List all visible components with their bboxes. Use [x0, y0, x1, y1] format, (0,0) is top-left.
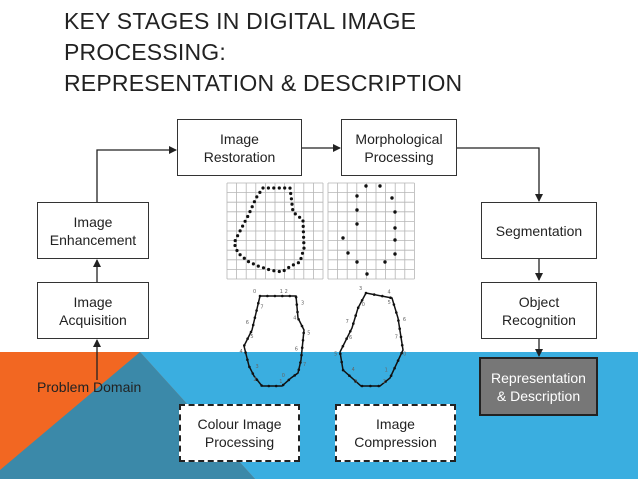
svg-text:1: 1: [279, 379, 282, 385]
svg-text:4: 4: [293, 316, 296, 322]
representation-description-box: Representation & Description: [479, 357, 598, 416]
svg-text:4: 4: [352, 367, 355, 373]
title-line-2: PROCESSING:: [64, 39, 226, 65]
svg-text:7: 7: [346, 319, 349, 325]
svg-text:2: 2: [285, 289, 288, 295]
svg-text:3: 3: [256, 364, 259, 370]
boundary-pixels-1: [233, 186, 306, 274]
svg-text:7: 7: [260, 304, 263, 310]
svg-text:6: 6: [403, 317, 406, 323]
chain-code-nodes: [243, 294, 306, 388]
svg-text:0: 0: [362, 302, 365, 308]
object-recognition-box: Object Recognition: [481, 282, 597, 339]
svg-text:2: 2: [253, 377, 256, 383]
image-restoration-box: Image Restoration: [177, 119, 302, 176]
svg-text:0: 0: [253, 289, 256, 295]
svg-text:6: 6: [246, 320, 249, 326]
colour-image-processing-box: Colour Image Processing: [179, 404, 300, 462]
slide-title: KEY STAGES IN DIGITAL IMAGE PROCESSING: …: [64, 6, 624, 99]
svg-text:5: 5: [388, 300, 391, 306]
arrow-morphological-to-segmentation: [456, 147, 543, 202]
svg-text:3: 3: [301, 300, 304, 306]
svg-text:3: 3: [359, 286, 362, 292]
svg-text:5: 5: [250, 334, 253, 340]
title-line-3: REPRESENTATION & DESCRIPTION: [64, 70, 463, 96]
problem-domain-label: Problem Domain: [37, 379, 142, 395]
svg-text:3: 3: [354, 379, 357, 385]
image-compression-box: Image Compression: [335, 404, 456, 462]
svg-text:6: 6: [295, 346, 298, 352]
svg-text:7: 7: [303, 362, 306, 368]
polygon-nodes: [339, 291, 404, 388]
svg-text:4: 4: [388, 289, 391, 295]
boundary-grid-2: [327, 182, 415, 280]
image-enhancement-box: Image Enhancement: [37, 202, 149, 259]
svg-text:2: 2: [383, 379, 386, 385]
image-acquisition-box: Image Acquisition: [37, 282, 149, 339]
svg-text:0: 0: [282, 373, 285, 379]
morphological-processing-box: Morphological Processing: [341, 119, 457, 176]
svg-text:0: 0: [403, 352, 406, 358]
segmentation-box: Segmentation: [481, 202, 597, 259]
chain-code-outline: [243, 295, 305, 387]
svg-text:4: 4: [240, 349, 243, 355]
svg-text:5: 5: [334, 352, 337, 358]
polygon-digits: 3 4 5 6 7 0 1 2 3 4 5 6 7 0: [334, 286, 406, 385]
arrow-enhancement-to-restoration: [96, 146, 177, 202]
svg-text:6: 6: [349, 335, 352, 341]
svg-text:7: 7: [395, 335, 398, 341]
svg-text:1: 1: [280, 289, 283, 295]
boundary-grid-1: [226, 182, 324, 280]
title-line-1: KEY STAGES IN DIGITAL IMAGE: [64, 8, 417, 34]
svg-text:1: 1: [385, 368, 388, 374]
sparse-points: [341, 184, 397, 276]
svg-text:5: 5: [307, 331, 310, 337]
